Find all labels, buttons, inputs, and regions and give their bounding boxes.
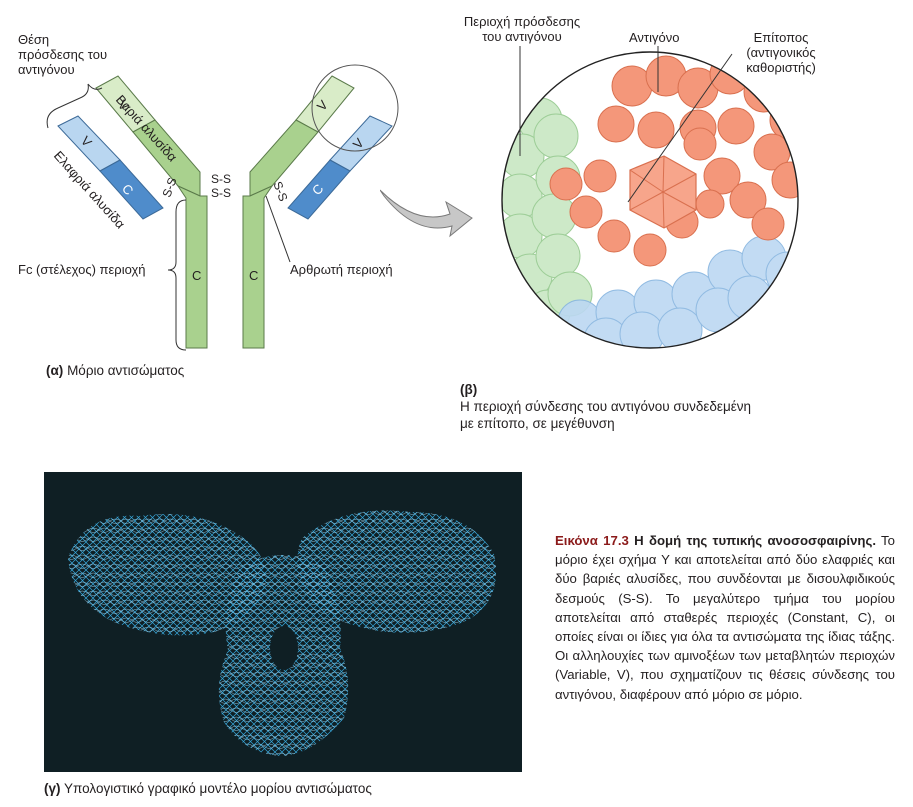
binding-site-bracket (46, 83, 103, 129)
hinge-pointer (265, 195, 291, 263)
figure-caption-body: Το μόριο έχει σχήμα Y και αποτελείται απ… (555, 533, 895, 702)
zoom-circle (501, 51, 799, 349)
hinge-region-label: Αρθρωτή περιοχή (290, 262, 393, 277)
figure-number: Εικόνα 17.3 (555, 533, 629, 548)
panel-c-letter: (γ) (44, 781, 61, 796)
right-heavy-chain (242, 75, 355, 349)
magnifier-circle (311, 64, 399, 152)
panel-b-caption: (β) Η περιοχή σύνδεσης του αντιγόνου συν… (460, 364, 860, 432)
antibody-diagram (46, 64, 399, 351)
panel-c-caption: (γ) Υπολογιστικό γραφικό μοντέλο μορίου … (44, 780, 372, 797)
binding-site-label: Θέση πρόσδεσης του αντιγόνου (18, 32, 108, 77)
right-light-chain (287, 115, 393, 220)
antibody-mesh-graphic (68, 510, 496, 756)
disulfide-bond-upper: S-S (211, 172, 232, 186)
c-label-left-stem: C (192, 268, 202, 283)
panel-c-caption-text: Υπολογιστικό γραφικό μοντέλο μορίου αντι… (64, 781, 372, 796)
epitope-pointer (627, 53, 733, 203)
fc-region-label: Fc (στέλεχος) περιοχή (18, 262, 146, 277)
left-heavy-chain (95, 75, 208, 349)
figure-title: Η δομή της τυπικής ανοσοσφαιρίνης. (634, 533, 876, 548)
zoom-arrow (380, 189, 473, 238)
c-label-right-stem: C (249, 268, 259, 283)
disulfide-bond-lower: S-S (211, 186, 232, 200)
panel-a-letter: (α) (46, 363, 64, 378)
panel-b-caption-text: Η περιοχή σύνδεσης του αντιγόνου συνδεδε… (460, 399, 752, 431)
computer-model-image (44, 472, 522, 772)
panel-b-letter: (β) (460, 382, 478, 397)
epitope-label: Επίτοπος (αντιγονικός καθοριστής) (746, 30, 816, 75)
antigen-label: Αντιγόνο (629, 30, 680, 45)
fc-bracket (167, 199, 187, 351)
left-light-chain (57, 115, 164, 220)
magnified-binding-site (380, 46, 799, 349)
binding-region-label: Περιοχή πρόσδεσης του αντιγόνου (463, 14, 581, 44)
figure-caption: Εικόνα 17.3 Η δομή της τυπικής ανοσοσφαι… (555, 531, 895, 704)
panel-a-caption: (α) Μόριο αντισώματος (46, 362, 184, 379)
panel-a-caption-text: Μόριο αντισώματος (67, 363, 185, 378)
